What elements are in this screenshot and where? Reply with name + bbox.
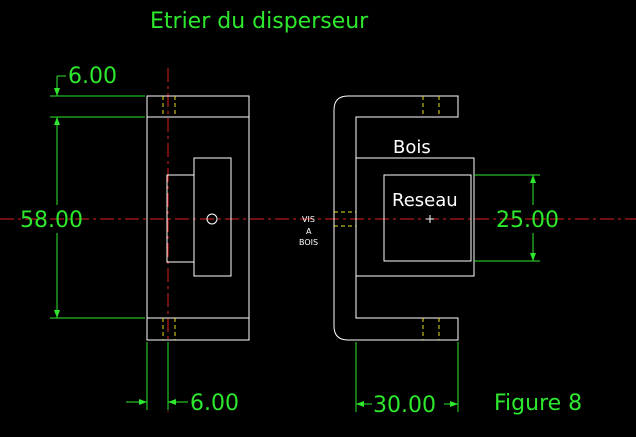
bois-block-outline: [355, 157, 475, 277]
reseau-label: Reseau: [392, 190, 458, 211]
arrow-30-left: [356, 401, 364, 407]
left-view: [146, 95, 250, 341]
dim-top-thickness-label: 6.00: [68, 64, 117, 89]
arrow-25-down: [530, 253, 536, 261]
arrow-top-6-down: [54, 88, 60, 96]
bracket-body-outline: [146, 95, 250, 341]
dimension-arrows: [54, 88, 536, 407]
bois-label: Bois: [393, 137, 431, 158]
arrow-30-right: [450, 401, 458, 407]
dim-total-height-label: 58.00: [20, 208, 83, 233]
vis-label-line3: BOIS: [299, 238, 318, 247]
screw-hole-symbol: [206, 213, 218, 225]
grating-block-outline: [166, 174, 195, 263]
reseau-block-outline: [383, 174, 472, 262]
right-view-hidden-lines: [334, 96, 440, 340]
arrow-58-up: [54, 117, 60, 125]
arrow-58-down: [54, 310, 60, 318]
arrow-bottom-6-left: [168, 399, 176, 405]
c-bracket-outline: [333, 95, 459, 341]
figure-label: Figure 8: [494, 391, 582, 416]
dim-reseau-height-label: 25.00: [496, 208, 559, 233]
vis-label-line1: VIS: [302, 215, 315, 224]
dim-bottom-thickness-label: 6.00: [190, 391, 239, 416]
right-view: [333, 95, 475, 341]
dim-depth-label: 30.00: [373, 393, 436, 418]
arrow-25-up: [530, 175, 536, 183]
vis-label-line2: A: [306, 227, 312, 236]
left-view-hidden-lines: [162, 96, 176, 340]
wood-block-outline: [193, 157, 232, 277]
drawing-title: Etrier du disperseur: [150, 9, 369, 34]
arrow-bottom-6-right: [139, 399, 147, 405]
dimension-lines: [50, 75, 540, 412]
